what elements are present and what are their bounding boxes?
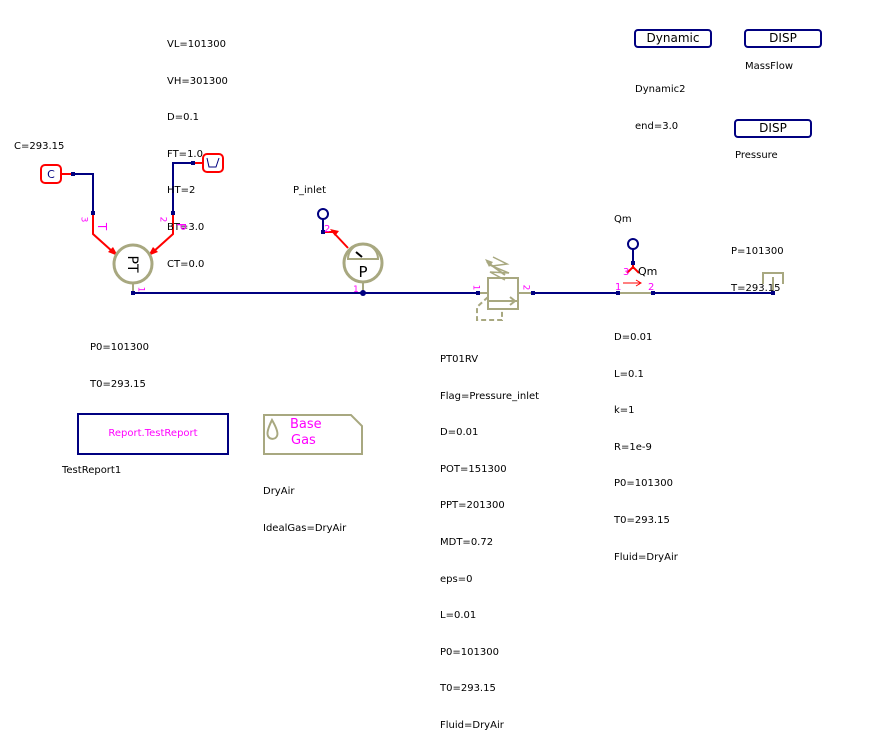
dynamic-block[interactable]: Dynamic — [634, 29, 712, 48]
sink-params: P=101300 T=293.15 — [731, 222, 784, 307]
pin-number-1: 1 — [135, 286, 146, 293]
pin-label-t: T — [95, 222, 110, 231]
param: T0=293.15 — [614, 514, 670, 526]
pressure-sensor-name: P_inlet — [293, 185, 326, 196]
param: L=0.01 — [440, 610, 477, 622]
pressure-sink[interactable] — [762, 272, 784, 295]
param: D=0.01 — [440, 427, 479, 439]
mass-flow-pipe[interactable] — [616, 238, 655, 295]
param: VH=301300 — [167, 75, 228, 87]
disp-massflow-block[interactable]: DISP — [744, 29, 822, 48]
param: eps=0 — [440, 573, 473, 585]
param: DryAir — [263, 486, 295, 497]
report-name: TestReport1 — [62, 465, 122, 476]
param: Dynamic2 — [635, 84, 686, 95]
relief-valve-params: PT01RV Flag=Pressure_inlet D=0.01 POT=15… — [440, 330, 539, 745]
pin-number-1: 1 — [470, 284, 481, 291]
param: P0=101300 — [614, 478, 673, 490]
base-gas[interactable] — [263, 414, 363, 455]
temperature-source-param: C=293.15 — [14, 141, 65, 152]
base-gas-label-line2: Gas — [291, 433, 316, 448]
param: P=101300 — [731, 246, 784, 257]
param: R=1e-9 — [614, 441, 652, 453]
param: BT=3.0 — [167, 221, 205, 233]
gauge-glyph: P — [358, 263, 367, 281]
mass-flow-output-icon — [627, 238, 639, 250]
pressure-source[interactable] — [148, 153, 224, 256]
disp-massflow-name: MassFlow — [745, 61, 794, 72]
param: D=0.1 — [167, 112, 199, 124]
param: MDT=0.72 — [440, 536, 494, 548]
param: end=3.0 — [635, 120, 679, 132]
mass-flow-params: D=0.01 L=0.1 k=1 R=1e-9 P0=101300 T0=293… — [614, 308, 678, 576]
param: CT=0.0 — [167, 258, 205, 270]
base-gas-label-line1: Base — [290, 417, 322, 432]
param: POT=151300 — [440, 463, 507, 475]
pt-glyph: PT — [124, 256, 140, 273]
pin-number-2: 2 — [157, 216, 168, 223]
pt-source-params: P0=101300 T0=293.15 — [90, 318, 149, 403]
wire-pressure-signal[interactable] — [172, 162, 193, 213]
param: D=0.01 — [614, 332, 653, 343]
param: T0=293.15 — [90, 378, 146, 390]
param: Flag=Pressure_inlet — [440, 390, 540, 402]
pin-number-1: 1 — [615, 282, 622, 293]
param: Fluid=DryAir — [614, 551, 678, 563]
pin-number-3: 3 — [623, 267, 630, 278]
mass-flow-sensor-label: Qm — [638, 265, 658, 278]
mass-flow-name: Qm — [614, 214, 632, 225]
drop-icon — [266, 417, 279, 440]
param: HT=2 — [167, 185, 196, 197]
param: FT=1.0 — [167, 148, 203, 160]
param: P0=101300 — [90, 342, 149, 353]
param: k=1 — [614, 405, 635, 417]
dynamic-params: Dynamic2 end=3.0 — [635, 60, 685, 145]
base-gas-params: DryAir IdealGas=DryAir — [263, 462, 346, 547]
disp-pressure-block[interactable]: DISP — [734, 119, 812, 138]
wire-temp-signal[interactable] — [73, 173, 94, 213]
param: PPT=201300 — [440, 500, 505, 512]
pin-number-1: 1 — [353, 285, 359, 295]
param: L=0.1 — [614, 368, 644, 380]
param: VL=101300 — [167, 39, 226, 50]
param: Fluid=DryAir — [440, 719, 504, 731]
param: T0=293.15 — [440, 683, 496, 695]
relief-valve-icon — [487, 277, 519, 310]
temperature-source[interactable]: C — [40, 164, 118, 256]
param: IdealGas=DryAir — [263, 522, 347, 534]
pin-number-2: 2 — [324, 224, 331, 235]
pin-number-2: 2 — [648, 282, 655, 293]
pressure-temperature-source-icon — [112, 243, 154, 285]
constant-source-glyph: C — [47, 168, 55, 181]
relief-valve[interactable] — [476, 256, 535, 321]
pin-number-3: 3 — [78, 216, 89, 223]
pressure-source-params: VL=101300 VH=301300 D=0.1 FT=1.0 HT=2 BT… — [167, 15, 228, 283]
disp-pressure-name: Pressure — [735, 150, 778, 161]
sensor-output-icon — [317, 208, 329, 220]
param: P0=101300 — [440, 646, 499, 658]
pin-label-p: P — [174, 222, 189, 231]
report-block[interactable]: Report.TestReport — [77, 413, 229, 455]
pin-number-2: 2 — [520, 284, 531, 291]
param: T=293.15 — [731, 282, 781, 294]
pt-source[interactable]: PT — [112, 243, 154, 295]
param: PT01RV — [440, 354, 479, 365]
pressure-sensor[interactable]: P — [317, 208, 384, 296]
schematic-canvas: C PT P — [40, 153, 784, 455]
pressure-sink-icon — [762, 272, 784, 284]
